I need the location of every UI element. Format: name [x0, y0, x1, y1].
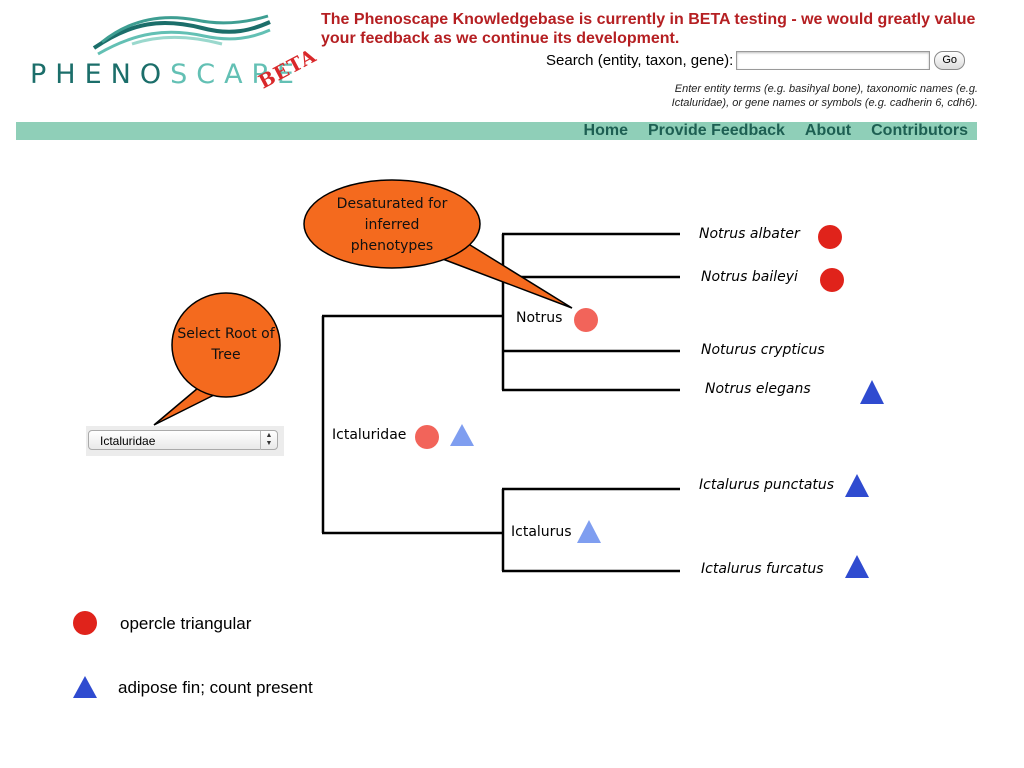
nav-feedback-link[interactable]: Provide Feedback: [647, 122, 785, 139]
species-label[interactable]: Notrus elegans: [705, 381, 811, 397]
furcatus-triangle-icon: [845, 555, 869, 578]
clade-label-notrus[interactable]: Notrus: [513, 310, 566, 326]
legend-label-triangle: adipose fin; count present: [118, 678, 313, 697]
legend-triangle-icon: [73, 676, 97, 698]
ictaluridae-inferred-circle-icon: [415, 425, 439, 449]
clade-label-ictalurus[interactable]: Ictalurus: [508, 524, 575, 540]
logo-waves-icon: [92, 14, 271, 56]
ictaluridae-inferred-triangle-icon: [450, 424, 474, 446]
beta-notice: The Phenoscape Knowledgebase is currentl…: [321, 11, 976, 47]
search-hint: Enter entity terms (e.g. basihyal bone),…: [671, 83, 978, 109]
albater-circle-icon: [818, 225, 842, 249]
root-select-value: Ictaluridae: [100, 434, 156, 448]
elegans-triangle-icon: [860, 380, 884, 404]
search-input[interactable]: [736, 50, 931, 70]
nav-about-link[interactable]: About: [804, 122, 852, 139]
tree-notrus-branch: [501, 232, 680, 392]
species-label[interactable]: Noturus crypticus: [701, 342, 825, 358]
punctatus-triangle-icon: [845, 474, 869, 497]
species-label[interactable]: Notrus baileyi: [701, 269, 798, 285]
species-label[interactable]: Notrus albater: [699, 226, 800, 242]
search-bar: Search (entity, taxon, gene): Go: [546, 49, 966, 71]
root-select-dropdown[interactable]: Ictaluridae ▲▼: [88, 430, 278, 450]
legend-circle-icon: [73, 611, 97, 635]
nav-contributors-link[interactable]: Contributors: [871, 122, 968, 139]
callout-inferred: [303, 179, 573, 309]
go-button[interactable]: Go: [934, 50, 966, 70]
callout-root: [153, 292, 281, 426]
logo-wordmark[interactable]: PHENOSCAPE: [30, 58, 303, 92]
callout-root-text: Select Root of Tree: [177, 326, 275, 363]
species-label[interactable]: Ictalurus furcatus: [701, 561, 824, 577]
species-label[interactable]: Ictalurus punctatus: [699, 477, 835, 493]
callout-inferred-text: Desaturated for inferred phenotypes: [336, 196, 448, 254]
logo-pheno: PHENO: [30, 59, 171, 90]
tree-ictalurus-branch: [501, 487, 680, 573]
clade-label-ictaluridae[interactable]: Ictaluridae: [329, 427, 410, 443]
nav-home-link[interactable]: Home: [583, 122, 628, 139]
ictalurus-inferred-triangle-icon: [577, 520, 601, 543]
tree-root-branch: [321, 314, 502, 535]
notrus-inferred-circle-icon: [574, 308, 598, 332]
logo-scape: SCAPE: [170, 59, 303, 90]
legend-label-circle: opercle triangular: [120, 614, 252, 633]
nav-bar: Home Provide Feedback About Contributors: [16, 122, 977, 140]
baileyi-circle-icon: [820, 268, 844, 292]
search-label: Search (entity, taxon, gene):: [546, 51, 734, 69]
root-selector-panel: Ictaluridae ▲▼: [86, 426, 284, 456]
select-arrows-icon: ▲▼: [260, 431, 277, 450]
